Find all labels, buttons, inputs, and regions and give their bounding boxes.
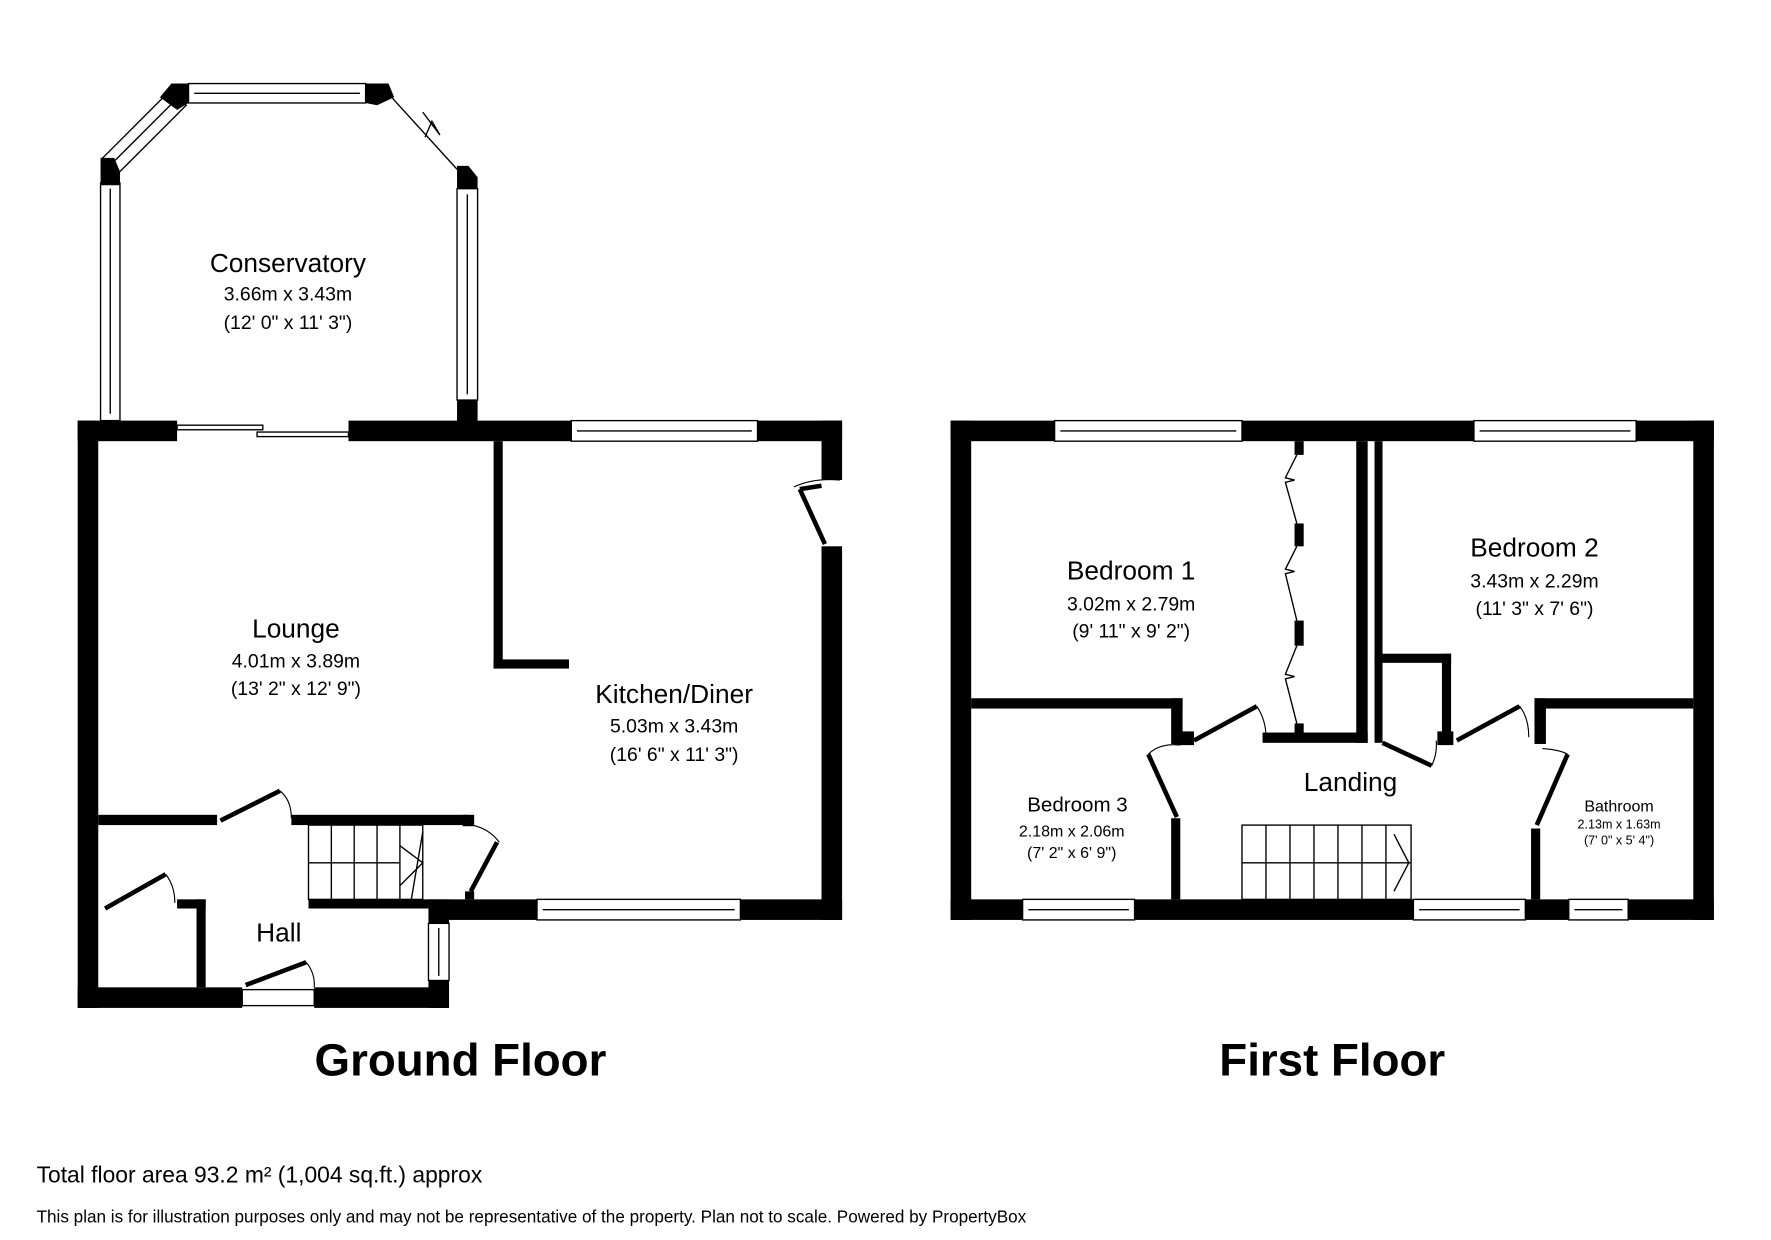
room-size-imperial-bathroom: (7' 0" x 5' 4")	[1584, 834, 1654, 848]
conservatory-walls	[99, 82, 479, 423]
room-name-bedroom-1: Bedroom 1	[1067, 555, 1195, 585]
total-floor-area: Total floor area 93.2 m² (1,004 sq.ft.) …	[37, 1162, 483, 1188]
room-size-metric-lounge: 4.01m x 3.89m	[232, 650, 360, 672]
room-name-hall: Hall	[256, 918, 301, 948]
floor-title-ground: Ground Floor	[315, 1034, 607, 1085]
first-floor-stairs	[1241, 824, 1412, 901]
room-name-bathroom: Bathroom	[1584, 798, 1653, 815]
room-name-lounge: Lounge	[252, 614, 340, 644]
room-size-imperial-lounge: (13' 2" x 12' 9")	[231, 678, 361, 700]
room-size-imperial-conservatory: (12' 0" x 11' 3")	[224, 312, 353, 334]
ground-floor-labels: Conservatory 3.66m x 3.43m (12' 0" x 11'…	[210, 248, 753, 1085]
room-name-bedroom-2: Bedroom 2	[1470, 533, 1598, 563]
room-name-conservatory: Conservatory	[210, 248, 367, 278]
first-floor-walls	[950, 419, 1714, 921]
ground-floor-walls	[77, 419, 843, 1008]
room-size-imperial-bedroom-3: (7' 2" x 6' 9")	[1027, 845, 1116, 862]
room-name-kitchen-diner: Kitchen/Diner	[595, 679, 753, 709]
ground-floor-stairs	[307, 824, 424, 901]
room-size-metric-bedroom-3: 2.18m x 2.06m	[1019, 824, 1125, 841]
room-size-metric-kitchen-diner: 5.03m x 3.43m	[610, 716, 738, 738]
first-floor-plan: Bedroom 1 3.02m x 2.79m (9' 11" x 9' 2")…	[950, 419, 1714, 1086]
room-size-imperial-bedroom-2: (11' 3" x 7' 6")	[1476, 598, 1594, 620]
room-size-imperial-bedroom-1: (9' 11" x 9' 2")	[1072, 621, 1190, 643]
room-name-bedroom-3: Bedroom 3	[1027, 793, 1128, 816]
room-size-metric-bedroom-2: 3.43m x 2.29m	[1470, 570, 1598, 592]
room-name-landing: Landing	[1304, 767, 1397, 797]
room-size-metric-bedroom-1: 3.02m x 2.79m	[1067, 593, 1195, 615]
room-size-metric-bathroom: 2.13m x 1.63m	[1578, 818, 1661, 832]
room-size-metric-conservatory: 3.66m x 3.43m	[224, 284, 352, 306]
room-size-imperial-kitchen-diner: (16' 6" x 11' 3")	[610, 744, 739, 766]
floor-title-first: First Floor	[1219, 1034, 1445, 1085]
ground-floor-plan: Conservatory 3.66m x 3.43m (12' 0" x 11'…	[77, 82, 843, 1085]
first-floor-labels: Bedroom 1 3.02m x 2.79m (9' 11" x 9' 2")…	[1019, 533, 1661, 1086]
disclaimer: This plan is for illustration purposes o…	[37, 1207, 1027, 1227]
